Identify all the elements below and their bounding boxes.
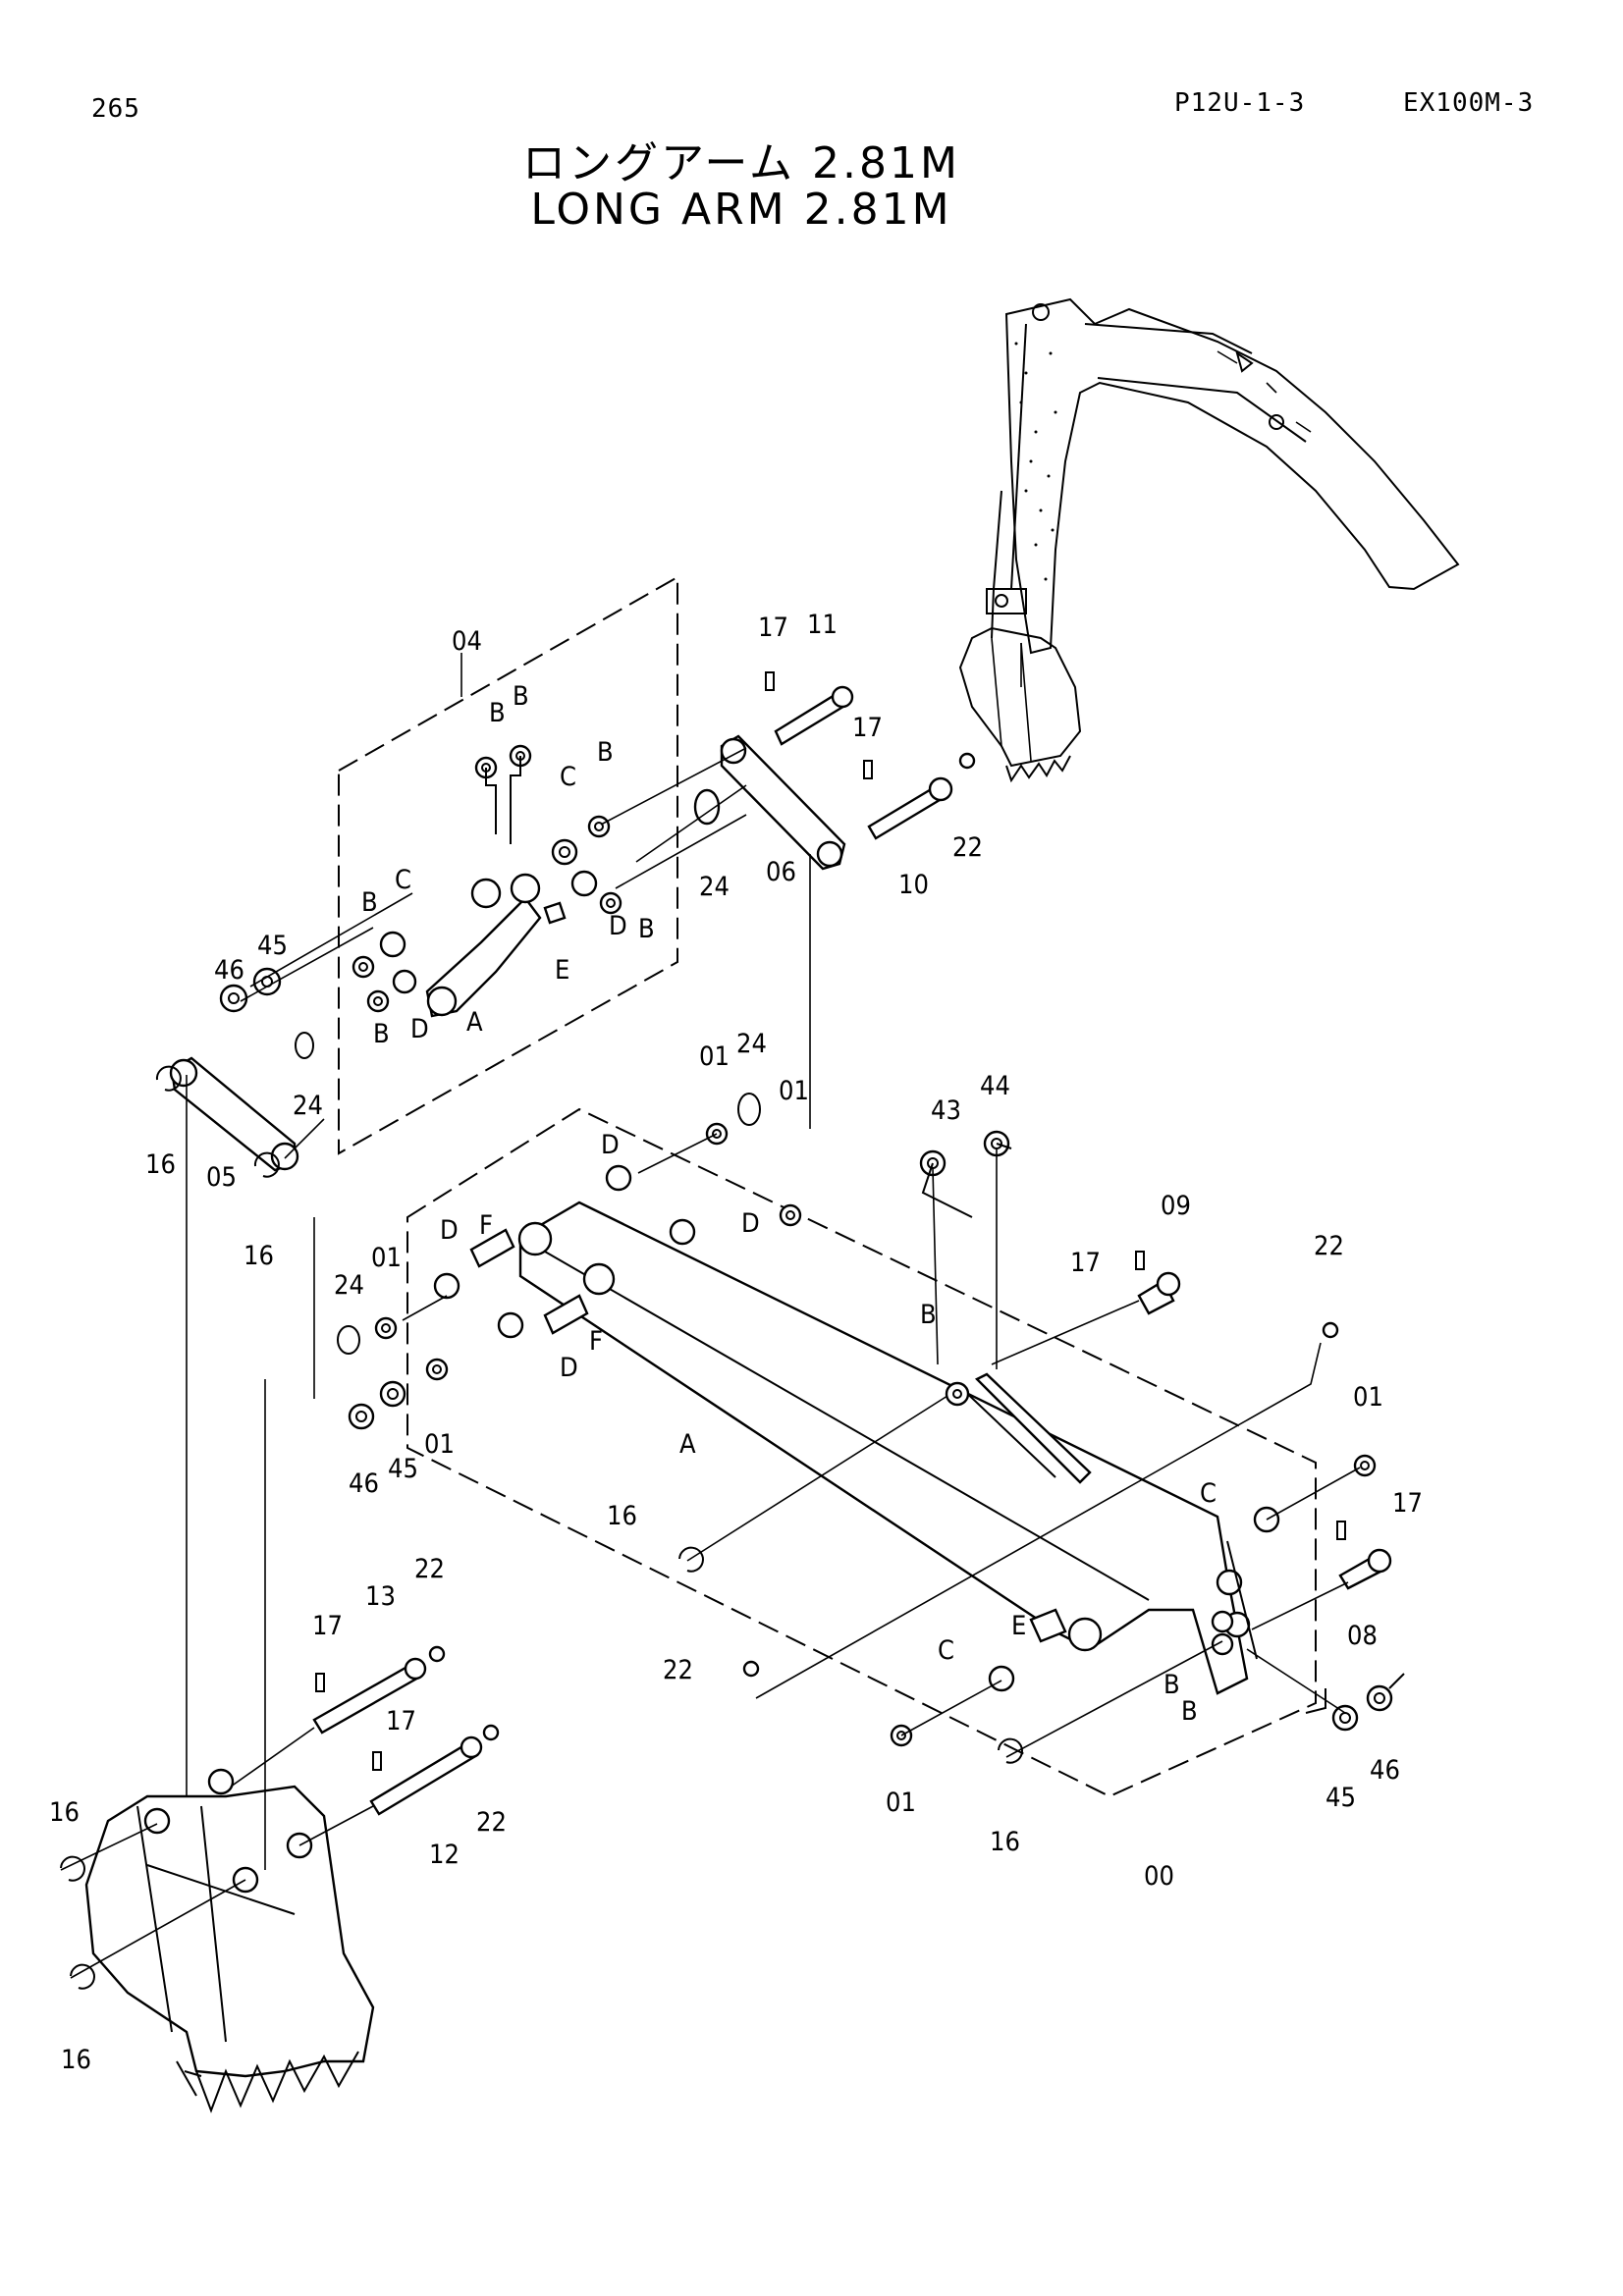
callout-16-4: 16 (990, 1827, 1020, 1857)
callout-13: 13 (365, 1581, 396, 1612)
callout-b-5: B (361, 887, 378, 918)
callout-16-2: 16 (243, 1241, 274, 1271)
callout-d-5: D (440, 1215, 459, 1246)
callout-16-5: 16 (49, 1797, 80, 1828)
callout-11: 11 (807, 610, 838, 640)
callout-labels: 04 B B B C D B E C B B D A 45 46 24 16 0… (49, 610, 1423, 2075)
drawing-code: P12U-1-3 (1174, 88, 1306, 118)
callout-17-2: 17 (852, 713, 883, 743)
callout-05: 05 (206, 1162, 237, 1193)
callout-f-1: F (479, 1210, 493, 1241)
callout-e-1: E (555, 955, 569, 986)
callout-24-1: 24 (293, 1091, 323, 1121)
title-japanese: ロングアーム 2.81M (522, 138, 960, 188)
link-05 (169, 1056, 299, 1172)
arm-assembly-00-boundary (406, 1107, 1317, 1798)
callout-01-4: 01 (424, 1429, 455, 1460)
excavator-front-inset (958, 297, 1460, 783)
callout-17-1: 17 (758, 613, 788, 643)
callout-01-3: 01 (371, 1243, 402, 1273)
callout-c-3: C (1200, 1478, 1217, 1509)
callout-24-3: 24 (736, 1029, 767, 1059)
page-number: 265 (91, 94, 140, 124)
callout-46-2: 46 (349, 1468, 379, 1499)
callout-b-3: B (597, 737, 614, 768)
link-06 (720, 734, 846, 871)
callout-45-2: 45 (388, 1454, 418, 1484)
callout-17-6: 17 (386, 1706, 416, 1736)
callout-b-4: B (638, 914, 655, 944)
callout-24-4: 24 (334, 1270, 364, 1301)
callout-44: 44 (980, 1071, 1010, 1101)
callout-d-4: D (741, 1208, 760, 1239)
callout-22-5: 22 (476, 1807, 507, 1838)
callout-f-2: F (589, 1326, 603, 1357)
callout-b-6: B (373, 1019, 390, 1049)
callout-17-5: 17 (312, 1611, 343, 1641)
callout-12: 12 (429, 1840, 460, 1870)
callout-c-1: C (560, 762, 576, 792)
callout-08: 08 (1347, 1621, 1378, 1651)
callout-22-3: 22 (663, 1655, 693, 1685)
callout-d-3: D (601, 1130, 620, 1160)
callout-01-2: 01 (779, 1076, 809, 1106)
callout-46-1: 46 (214, 955, 244, 986)
callout-b-1: B (489, 698, 506, 728)
bucket (84, 1768, 375, 2113)
callout-45-1: 45 (257, 931, 288, 961)
callout-00: 00 (1144, 1861, 1174, 1892)
callout-16-3: 16 (607, 1501, 637, 1531)
callout-04: 04 (452, 626, 482, 657)
callout-01-6: 01 (886, 1788, 916, 1818)
callout-b-9: B (1181, 1696, 1198, 1727)
callout-06: 06 (766, 857, 796, 887)
callout-09: 09 (1161, 1191, 1191, 1221)
callout-16-6: 16 (61, 2045, 91, 2075)
pins (312, 685, 1392, 1816)
callout-22-2: 22 (1314, 1231, 1344, 1261)
link-assembly-04-boundary (338, 575, 678, 1155)
callout-c-4: C (938, 1635, 954, 1666)
callout-a-2: A (679, 1429, 696, 1460)
callout-01-5: 01 (1353, 1382, 1383, 1413)
callout-46-3: 46 (1370, 1755, 1400, 1786)
callout-d-1: D (609, 911, 627, 941)
callout-b-7: B (920, 1300, 937, 1330)
model-code: EX100M-3 (1403, 88, 1535, 118)
callout-22-4: 22 (414, 1554, 445, 1584)
link-a-part (425, 873, 542, 1018)
leader-lines (60, 643, 1405, 1979)
callout-d-2: D (410, 1014, 429, 1044)
callout-17-4: 17 (1392, 1488, 1423, 1519)
callout-01-1: 01 (699, 1041, 730, 1072)
callout-b-2: B (513, 681, 529, 712)
small-parts (60, 671, 1393, 1990)
callout-24-2: 24 (699, 872, 730, 902)
callout-43: 43 (931, 1095, 961, 1126)
arm-body (517, 1201, 1258, 1695)
callout-45-3: 45 (1325, 1783, 1356, 1813)
callout-16-1: 16 (145, 1149, 176, 1180)
callout-e-2: E (1011, 1611, 1026, 1641)
callout-17-3: 17 (1070, 1248, 1101, 1278)
callout-d-6: D (560, 1353, 578, 1383)
callout-c-2: C (395, 865, 411, 895)
title-english: LONG ARM 2.81M (530, 185, 952, 235)
callout-b-8: B (1163, 1670, 1180, 1700)
callout-a-1: A (466, 1007, 483, 1038)
callout-10: 10 (898, 870, 929, 900)
callout-22-1: 22 (952, 832, 983, 863)
